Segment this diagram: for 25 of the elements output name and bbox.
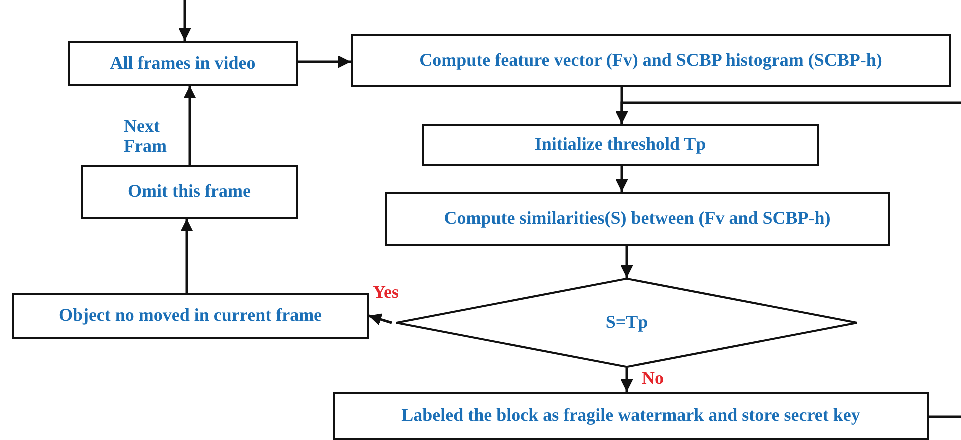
process-box [12, 293, 369, 339]
arrow [184, 86, 196, 165]
connector-line [929, 416, 961, 418]
process-box [351, 34, 951, 87]
node-text: All frames in video [110, 54, 256, 74]
node-text: Compute similarities(S) between (Fv and SCBP-h) [444, 209, 831, 229]
arrow [620, 368, 634, 392]
process-box [333, 392, 929, 440]
arrow [616, 102, 961, 124]
node-text: Object no moved in current frame [58, 306, 322, 326]
process-box [385, 192, 890, 246]
node-text: S=Tp [606, 313, 648, 333]
node-text: Compute feature vector (Fv) and SCBP histogram (SCBP-h) [420, 50, 882, 70]
arrow [368, 314, 392, 326]
arrow [178, 0, 192, 41]
process-box [68, 41, 298, 86]
node-text: Labeled the block as fragile watermark and store secret key [402, 406, 860, 426]
process-box [422, 124, 819, 166]
arrow [620, 246, 634, 278]
node-text: Initialize threshold Tp [534, 135, 706, 155]
arrow [180, 219, 194, 293]
node-text: Omit this frame [128, 182, 251, 202]
arrow [616, 166, 628, 192]
arrow [298, 56, 351, 68]
process-box [81, 165, 298, 219]
